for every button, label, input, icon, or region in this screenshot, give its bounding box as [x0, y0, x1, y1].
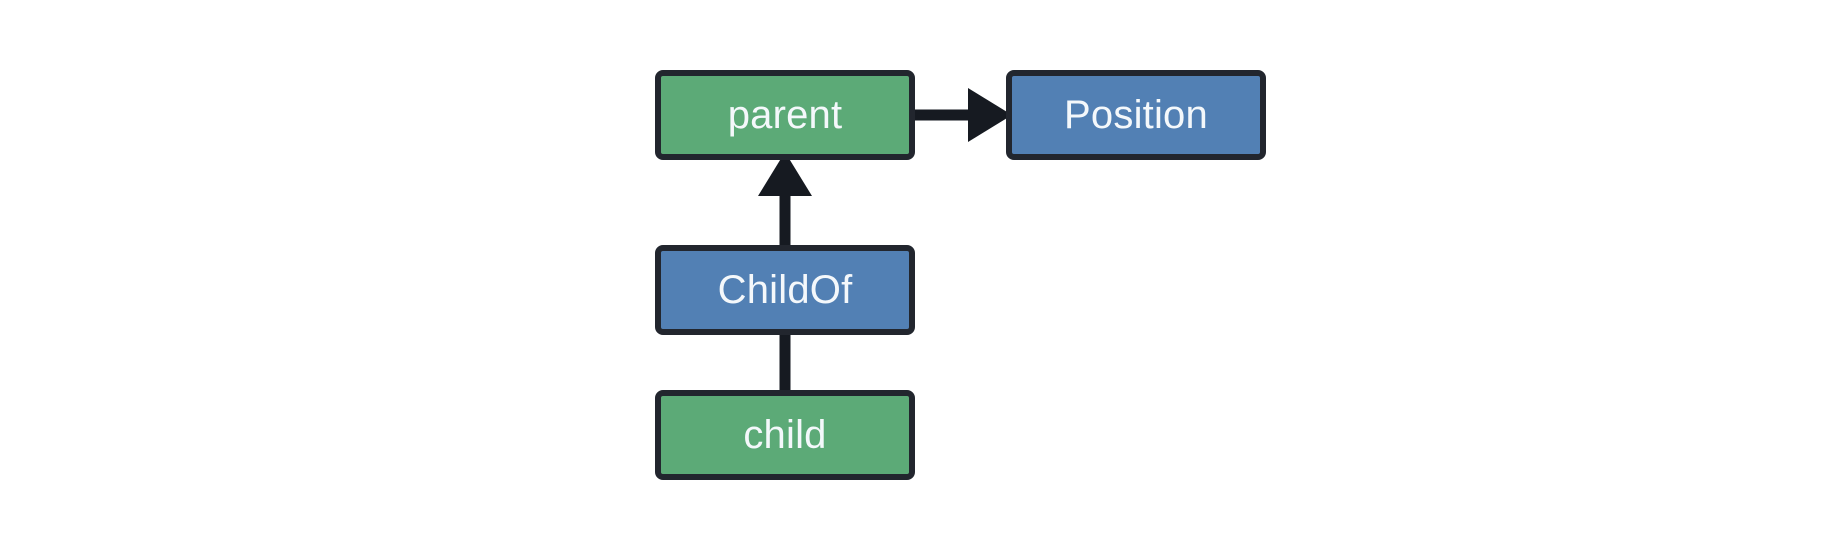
- node-parent[interactable]: parent: [655, 70, 915, 160]
- node-childof[interactable]: ChildOf: [655, 245, 915, 335]
- node-child[interactable]: child: [655, 390, 915, 480]
- edge-parent-to-position-arrowhead: [968, 88, 1012, 142]
- node-position[interactable]: Position: [1006, 70, 1266, 160]
- edge-childof-to-parent-arrowhead: [758, 152, 812, 196]
- edge-parent-to-position: [915, 88, 1012, 142]
- node-childof-label: ChildOf: [717, 268, 853, 312]
- node-parent-label: parent: [727, 93, 843, 137]
- node-position-label: Position: [1064, 93, 1208, 137]
- node-child-label: child: [743, 413, 827, 457]
- edge-childof-to-parent: [758, 152, 812, 248]
